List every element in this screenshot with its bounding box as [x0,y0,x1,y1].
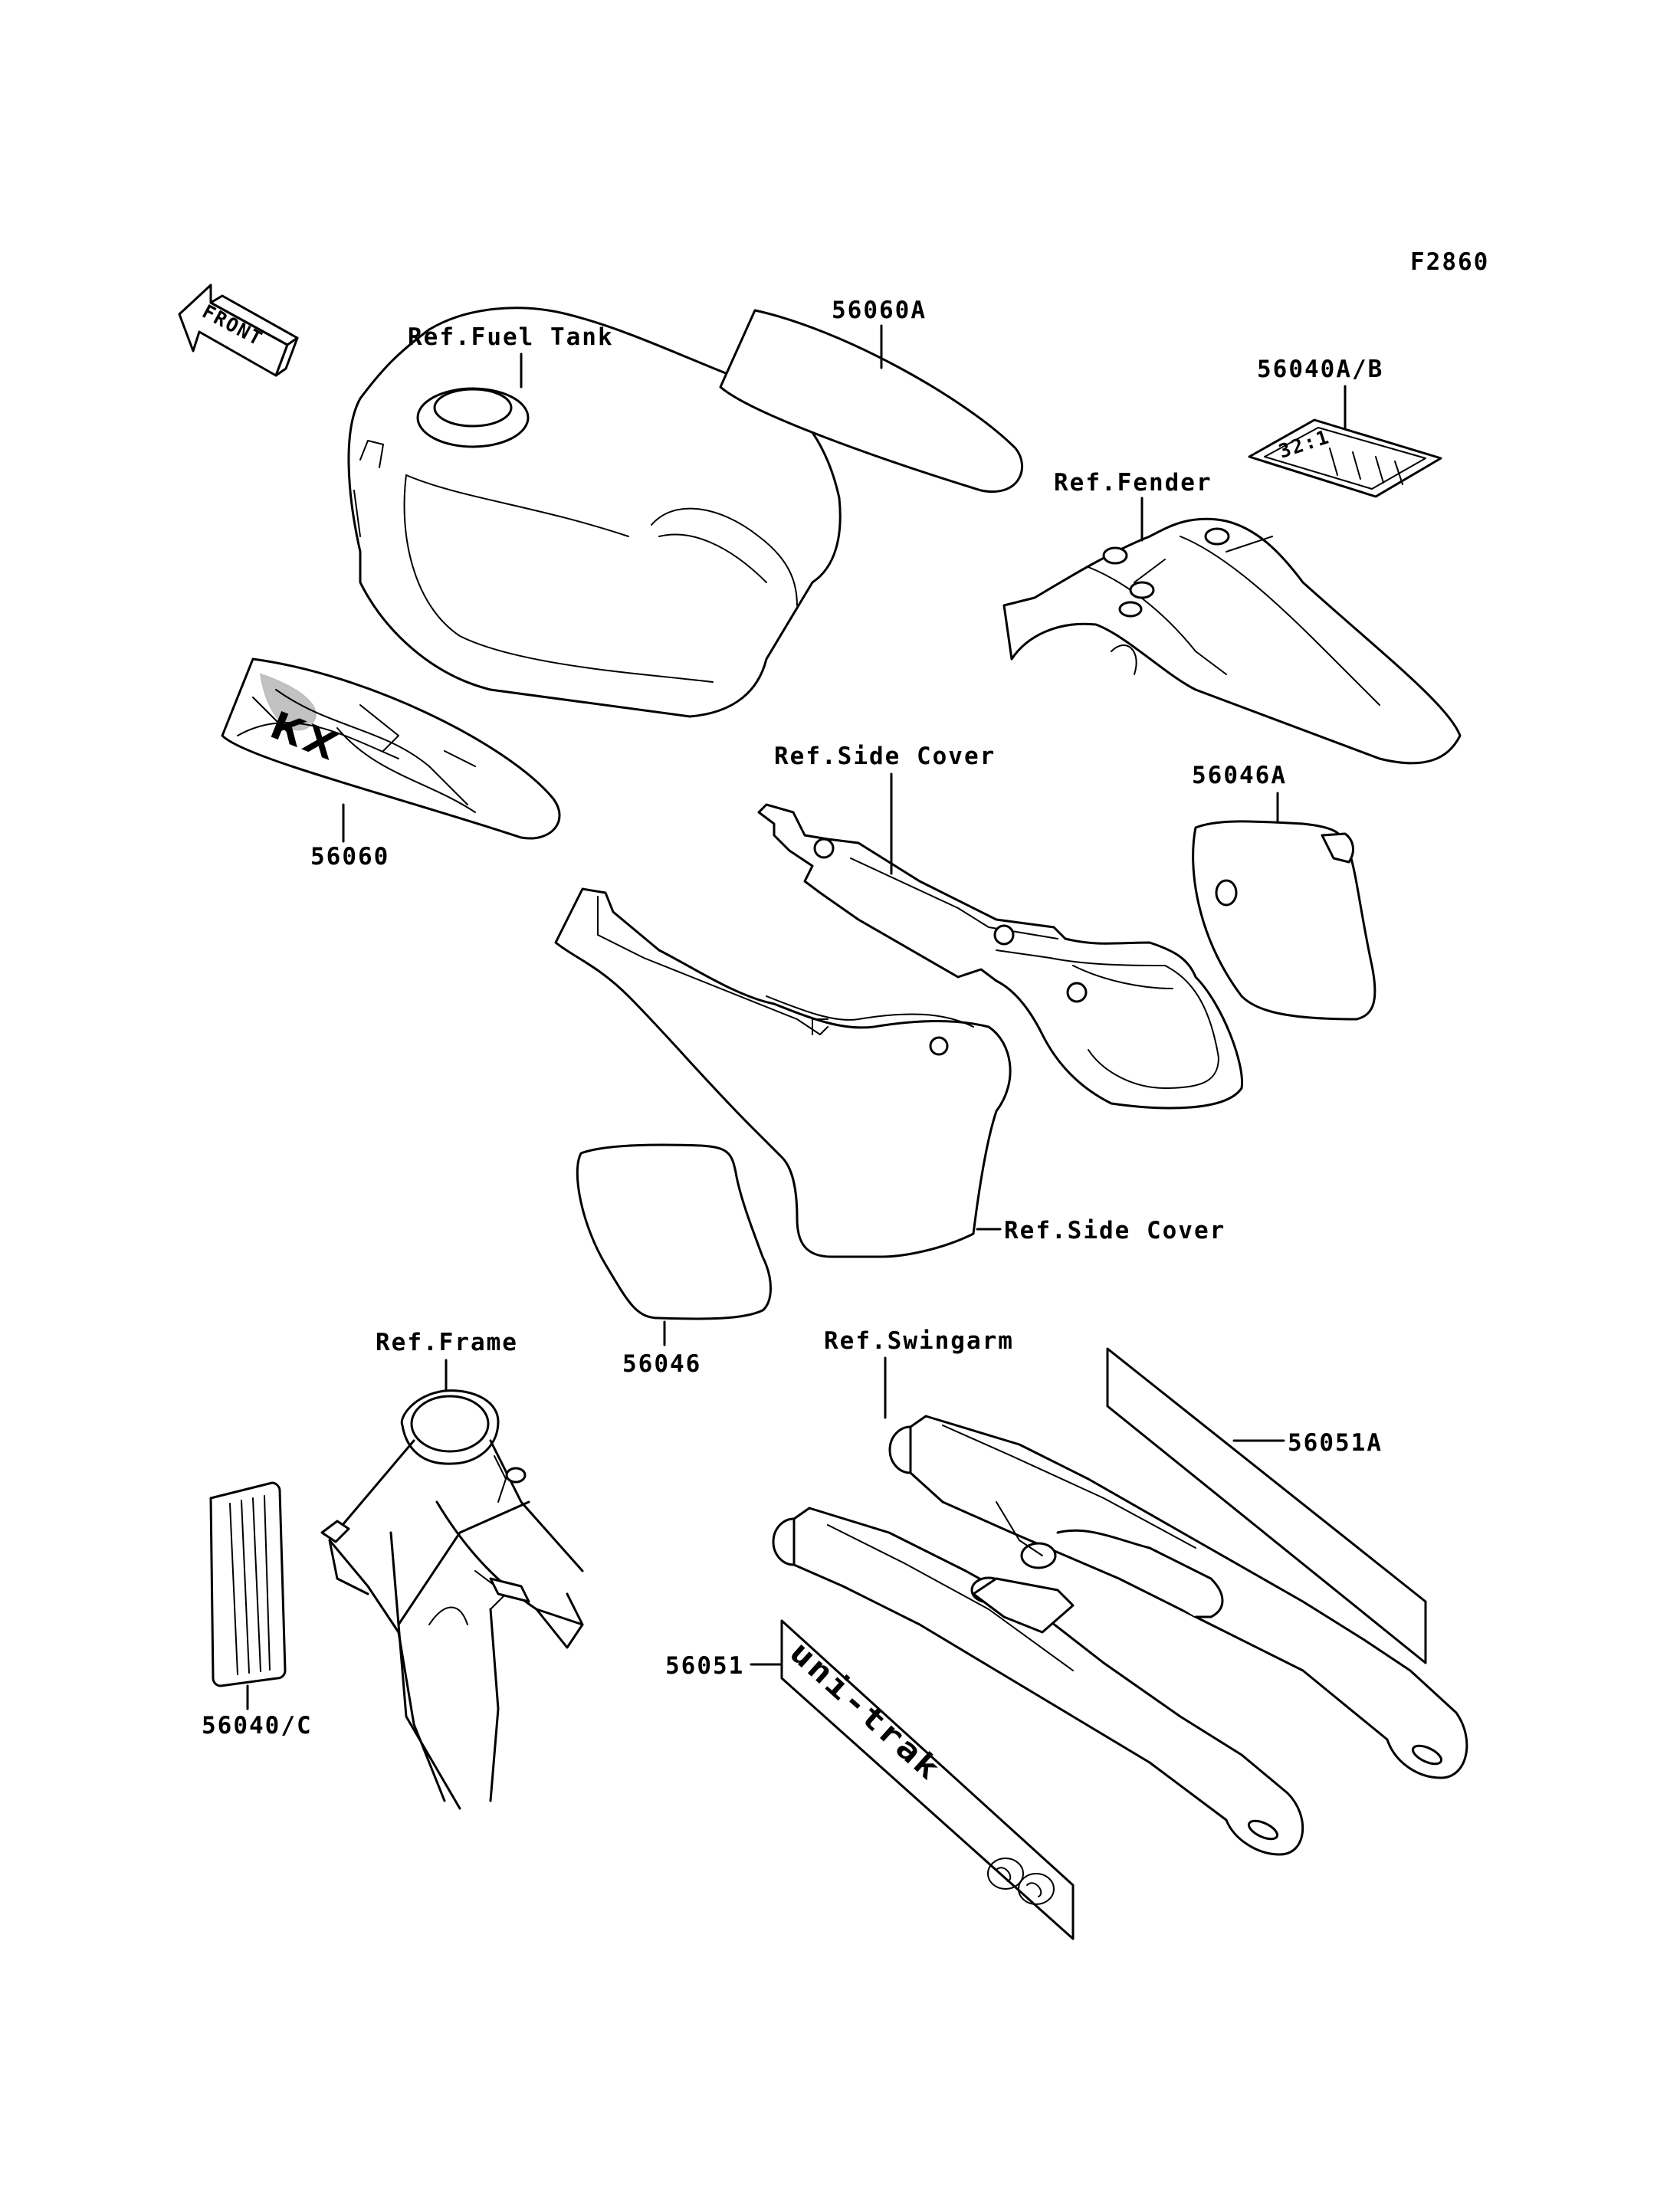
label-56040ab: 56040A/B [1257,356,1383,383]
frame-callout: Ref.Frame [376,1329,518,1356]
label-56051: 56051 [665,1652,744,1680]
label-56060a: 56060A [832,297,927,324]
front-arrow-icon: FRONT [178,284,299,377]
decal-56060a: 56060A [719,297,1023,493]
label-56040c: 56040/C [202,1712,313,1740]
decal-56046: 56046 [576,1143,772,1378]
rear-fender: Ref.Fender [1002,469,1462,765]
label-plate-56040c: 56040/C [202,1481,313,1740]
label-56060: 56060 [310,843,389,871]
label-56046a: 56046A [1192,762,1287,789]
swingarm: Ref.Swingarm [772,1327,1468,1856]
fuel-tank-callout: Ref.Fuel Tank [408,323,614,351]
decal-56046a: 56046A [1192,762,1376,1021]
label-56046: 56046 [622,1350,701,1378]
tank-graphic-56060: KX 56060 [221,657,561,871]
frame-section: Ref.Frame [320,1329,584,1810]
label-56051a: 56051A [1288,1429,1383,1457]
side-cover-lower-callout: Ref.Side Cover [1004,1217,1226,1244]
side-cover-upper-callout: Ref.Side Cover [774,743,996,770]
side-cover-lower: Ref.Side Cover [554,887,1226,1258]
decal-56051a: 56051A [1106,1347,1427,1664]
figure-code: F2860 [1410,248,1489,276]
swingarm-callout: Ref.Swingarm [824,1327,1014,1355]
side-cover-upper: Ref.Side Cover [757,743,1244,1110]
fender-callout: Ref.Fender [1054,469,1212,497]
ratio-label-56040ab: 32:1 56040A/B [1248,356,1442,498]
uni-trak-decal-text: uni-trak [783,1635,947,1788]
